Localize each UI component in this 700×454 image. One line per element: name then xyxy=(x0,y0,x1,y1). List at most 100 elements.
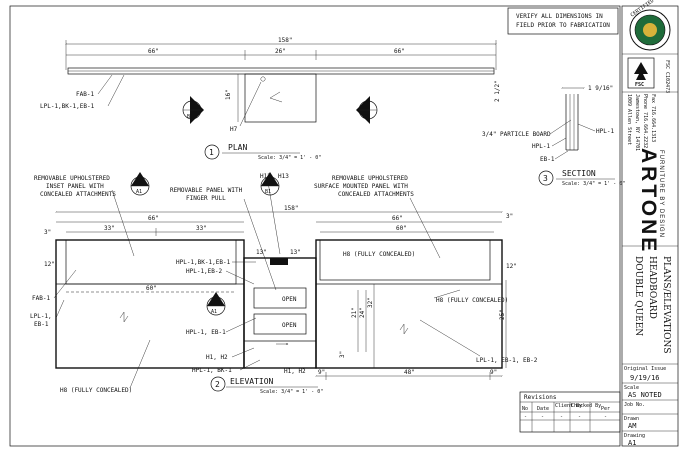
elev-left-66: 66" xyxy=(148,215,159,222)
elev-hpl-eb2-label: HPL-1,EB-2 xyxy=(186,268,223,275)
fsc-logo: FSC xyxy=(627,57,655,89)
project-title-2: HEADBOARD xyxy=(647,256,657,319)
plan-overall-dim: 158" xyxy=(278,37,292,44)
address-line-1: 1009 Allen Street xyxy=(626,94,632,145)
elev-dim-21: 21" xyxy=(351,307,358,318)
elev-overall-dim: 158" xyxy=(284,205,298,212)
elev-h12-label: H12, H13 xyxy=(260,173,289,180)
elev-lpl-eb2-label: LPL-1, EB-1, EB-2 xyxy=(476,357,538,364)
rev-col-checked: Checked By xyxy=(571,403,601,409)
elev-h8-left: H8 (FULLY CONCEALED) xyxy=(60,387,132,394)
address-line-2: Jamestown, NY 14701 xyxy=(634,94,640,151)
rev-row-per: - xyxy=(604,414,607,420)
elev-dim-32: 32" xyxy=(367,297,374,308)
elev-right-12: 12" xyxy=(506,263,517,270)
plan-view: 158" 66" 26" 66" 16" 2 1/2" FAB-1 LPL-1,… xyxy=(40,37,501,161)
right-headboard xyxy=(315,239,503,369)
nightstand xyxy=(243,257,317,369)
elev-note-left-3: CONCEALED ATTACHMENTS xyxy=(40,191,116,198)
plan-view-scale: Scale: 3/4" = 1' - 0" xyxy=(258,155,321,161)
section-eb-label: EB-1 xyxy=(540,156,555,163)
project-title-3: PLANS/ELEVATIONS xyxy=(661,256,671,354)
elev-note-right-1: REMOVABLE UPHOLSTERED xyxy=(332,175,408,182)
section-callout-2: B2 xyxy=(356,96,378,124)
plan-view-number: 1 xyxy=(209,148,214,157)
section-view: 1 9/16" 3/4" PARTICLE BOARD HPL-1 HPL-1 … xyxy=(482,85,625,187)
project-title-1: DOUBLE QUEEN xyxy=(633,256,643,336)
elev-hpl-eb1-label: HPL-1, EB-1 xyxy=(186,329,226,336)
job-no-label: Job No. xyxy=(624,402,645,408)
elev-left-60: 60" xyxy=(146,285,157,292)
section-view-title: SECTION xyxy=(562,169,596,178)
brand-name: ARTONE xyxy=(637,148,660,254)
elev-mid-13a: 13" xyxy=(256,249,267,256)
drawer-2-label: OPEN xyxy=(282,322,297,329)
elev-right-60: 60" xyxy=(396,225,407,232)
elev-hpl-bk-label: HPL-1,BK-1,EB-1 xyxy=(176,259,231,266)
revisions-title: Revisions xyxy=(524,394,557,401)
plan-depth-dim: 16" xyxy=(225,89,232,100)
brand-tagline: FURNITURE BY DESIGN xyxy=(658,150,664,238)
title-block: CERTIFIED FSC FSC C102473 1009 Allen Str… xyxy=(621,0,679,447)
elev-h1h2-label: H1, H2 xyxy=(206,354,228,361)
scale-label: Scale xyxy=(624,385,639,391)
drawn-value: AM xyxy=(628,422,636,430)
elev-note-mid-2: FINGER PULL xyxy=(186,195,226,202)
certified-seal-logo: CERTIFIED xyxy=(629,0,671,51)
elev-view-scale: Scale: 3/4" = 1' - 0" xyxy=(260,389,323,395)
callout-3-ref: A1 xyxy=(136,189,142,195)
revisions-table: Revisions No Date Client By Checked By P… xyxy=(519,391,621,433)
section-callout-4: B1 xyxy=(260,172,280,196)
elev-h8-top: H8 (FULLY CONCEALED) xyxy=(343,251,415,258)
drawing-label: Drawing xyxy=(624,433,645,439)
elev-right-66: 66" xyxy=(392,215,403,222)
callout-5-ref: A1 xyxy=(211,309,217,315)
plan-fab-label: FAB-1 xyxy=(76,91,94,98)
svg-text:FSC: FSC xyxy=(635,82,644,88)
elev-hpl-bk1-label: HPL-1, BK-1 xyxy=(192,367,232,374)
elev-note-mid-1: REMOVABLE PANEL WITH xyxy=(170,187,243,194)
elev-note-left-2: INSET PANEL WITH xyxy=(46,183,104,190)
section-callout-3: A1 xyxy=(130,172,150,196)
section-callout-1: B1 xyxy=(182,96,204,124)
drawer-2[interactable] xyxy=(253,313,307,335)
original-issue-value: 9/19/16 xyxy=(630,374,660,382)
elev-note-left-1: REMOVABLE UPHOLSTERED xyxy=(34,175,110,182)
elev-mid-13b: 13" xyxy=(290,249,301,256)
elev-dim-25: 25" xyxy=(499,309,506,320)
callout-4-ref: B1 xyxy=(265,189,271,195)
rev-row-client: - xyxy=(560,414,563,420)
elev-bottom-48: 48" xyxy=(404,369,415,376)
callout-2-ref: B2 xyxy=(363,114,369,120)
plan-nightstand xyxy=(244,73,317,123)
elev-bottom-9b: 9" xyxy=(490,369,497,376)
elevation-view: REMOVABLE UPHOLSTERED INSET PANEL WITH C… xyxy=(30,172,538,395)
svg-text:FSC C102473: FSC C102473 xyxy=(664,60,670,93)
elev-note-right-2: SURFACE MOUNTED PANEL WITH xyxy=(314,183,408,190)
plan-view-title: PLAN xyxy=(228,143,247,152)
plan-left-dim: 66" xyxy=(148,48,159,55)
drawing-value: A1 xyxy=(628,439,636,447)
plan-h7-label: H7 xyxy=(230,126,238,133)
section-view-number: 3 xyxy=(543,174,548,183)
plan-mid-dim: 26" xyxy=(275,48,286,55)
rev-row-checked: - xyxy=(578,414,581,420)
elev-view-title: ELEVATION xyxy=(230,377,274,386)
address-line-4: Fax 716.664.1313 xyxy=(650,94,656,142)
original-issue-label: Original Issue xyxy=(624,366,666,372)
right-surface-panel xyxy=(319,239,491,281)
verify-note-line1: VERIFY ALL DIMENSIONS IN xyxy=(516,13,603,20)
elev-right-3: 3" xyxy=(506,213,513,220)
elev-left-33b: 33" xyxy=(196,225,207,232)
verify-note-line2: FIELD PRIOR TO FABRICATION xyxy=(516,22,610,29)
drawer-1[interactable] xyxy=(253,287,307,309)
scale-value: AS NOTED xyxy=(628,391,662,399)
rev-row-no: - xyxy=(524,414,527,420)
callout-1-ref: B1 xyxy=(187,114,193,120)
section-hpl-left: HPL-1 xyxy=(532,143,550,150)
rev-row-date: - xyxy=(541,414,544,420)
elev-view-number: 2 xyxy=(215,380,220,389)
elev-left-12: 12" xyxy=(44,261,55,268)
plan-right-dim: 66" xyxy=(394,48,405,55)
